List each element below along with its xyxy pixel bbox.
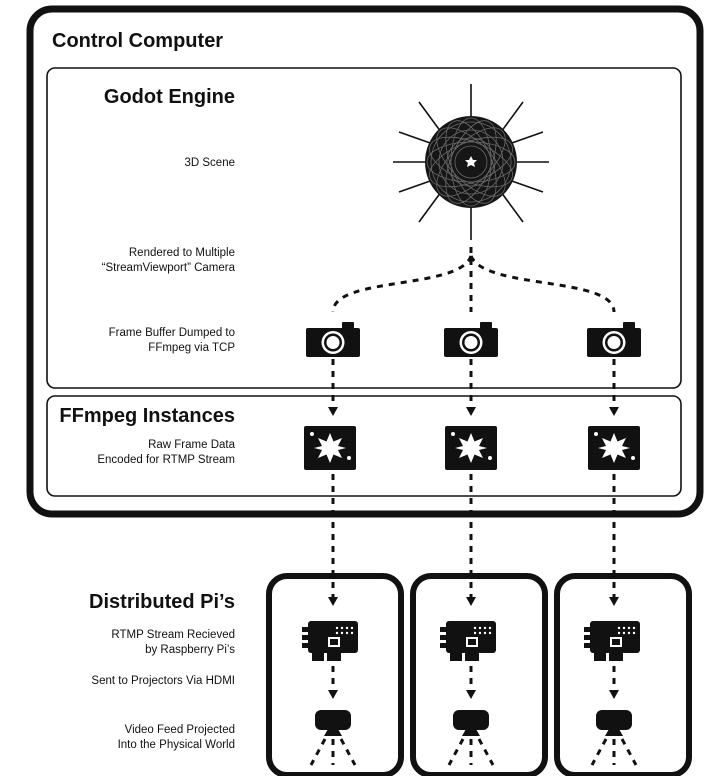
3d-scene-icon: [393, 84, 549, 240]
raspberry-pi-icon: [302, 621, 358, 661]
projector-icon: [590, 708, 638, 767]
encoder-icon: [588, 426, 640, 470]
godot-engine-box: [46, 67, 682, 389]
connectors: [331, 247, 616, 694]
pi-box-2: [410, 573, 548, 776]
ffmpeg-label-line2: Encoded for RTMP Stream: [97, 454, 235, 466]
encoder-icon: [445, 426, 497, 470]
framebuffer-label-line1: Frame Buffer Dumped to: [108, 327, 235, 339]
godot-engine-title: Godot Engine: [103, 86, 235, 108]
ffmpeg-title: FFmpeg Instances: [59, 405, 235, 427]
control-computer-title: Control Computer: [52, 30, 224, 52]
rendered-label-line1: Rendered to Multiple: [128, 247, 235, 259]
rtmp-label-line1: RTMP Stream Recieved: [111, 629, 235, 641]
pis-title: Distributed Pi’s: [89, 591, 235, 613]
rendered-label-line2: “StreamViewport” Camera: [101, 262, 235, 274]
video-label-line1: Video Feed Projected: [124, 724, 235, 736]
framebuffer-label-line2: FFmpeg via TCP: [148, 342, 235, 354]
scene-label: 3D Scene: [184, 157, 235, 169]
projector-icon: [309, 708, 357, 767]
rtmp-label-line2: by Raspberry Pi’s: [145, 644, 235, 656]
hdmi-label: Sent to Projectors Via HDMI: [91, 675, 235, 687]
pi-box-1: [266, 573, 404, 776]
video-label-line2: Into the Physical World: [117, 739, 235, 751]
projector-icon: [447, 708, 495, 767]
encoder-icon: [304, 426, 356, 470]
ffmpeg-box: [46, 395, 682, 497]
raspberry-pi-icon: [440, 621, 496, 661]
ffmpeg-label-line1: Raw Frame Data: [148, 439, 235, 451]
pi-box-3: [554, 573, 692, 776]
raspberry-pi-icon: [584, 621, 640, 661]
